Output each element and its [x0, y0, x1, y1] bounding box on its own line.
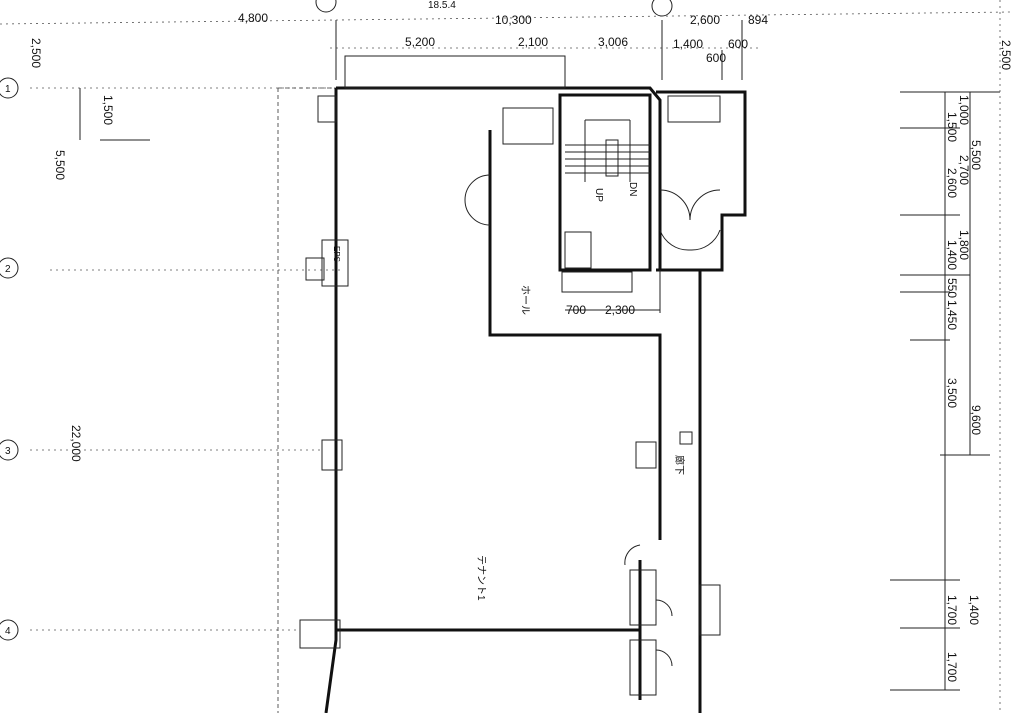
dim-text: 10,300 — [495, 13, 532, 27]
dim-text: 1,700 — [945, 652, 959, 682]
dim-text: 9,600 — [969, 405, 983, 435]
left-dimensions: 2,500 1,500 5,500 22,000 — [29, 38, 115, 462]
dim-text: 5,500 — [969, 140, 983, 170]
stair-up-label: UP — [593, 188, 604, 202]
dim-text: 4,800 — [238, 11, 268, 25]
dim-text: 1,800 — [957, 230, 971, 260]
grid-label: 2 — [5, 264, 11, 275]
dim-text: 2,100 — [518, 35, 548, 49]
dim-text: 2,500 — [999, 40, 1013, 70]
dim-text: 1,450 — [945, 300, 959, 330]
dim-text: 2,700 — [957, 155, 971, 185]
grid-markers: 1 2 3 4 — [0, 0, 673, 641]
dim-text: 2,500 — [29, 38, 43, 68]
grid-marker-left-4 — [0, 619, 19, 641]
dim-text: 3,500 — [945, 378, 959, 408]
grid-marker-top-1 — [315, 0, 337, 13]
dim-text: 1,400 — [673, 37, 703, 51]
dim-text: 5,500 — [53, 150, 67, 180]
tenant-label: テナント1 — [475, 555, 487, 601]
dim-text: 600 — [728, 37, 748, 51]
eps-label: EPS — [332, 246, 341, 262]
dim-text: 2,300 — [605, 303, 635, 317]
dim-text: 1,500 — [101, 95, 115, 125]
dim-text: 700 — [566, 303, 586, 317]
doors — [464, 174, 721, 667]
dim-text: 1,000 — [957, 95, 971, 125]
top-dimensions: 18.5.4 4,800 10,300 5,200 2,100 3,006 2,… — [238, 0, 768, 65]
grid-label: 3 — [5, 446, 11, 457]
dim-text: 5,200 — [405, 35, 435, 49]
dim-text: 22,000 — [69, 425, 83, 462]
grid-marker-top-2 — [651, 0, 673, 17]
dim-text: 1,700 — [945, 595, 959, 625]
stair-down-label: DN — [627, 182, 638, 196]
dim-text: 1,500 — [945, 112, 959, 142]
dim-text: 894 — [748, 13, 768, 27]
grid-marker-left-1 — [0, 77, 19, 99]
dim-text: 600 — [706, 51, 726, 65]
walls — [299, 55, 747, 713]
grid-marker-left-3 — [0, 439, 19, 461]
grid-marker-left-2 — [0, 257, 19, 279]
dim-text: 2,600 — [945, 168, 959, 198]
corridor-label: 廊下 — [673, 455, 686, 475]
dim-text: 2,600 — [690, 13, 720, 27]
dim-text: 3,006 — [598, 35, 628, 49]
stairs[interactable] — [565, 119, 650, 182]
grid-label: 4 — [5, 626, 11, 637]
dim-text: 1,400 — [945, 240, 959, 270]
dim-text: 550 — [945, 278, 959, 298]
grid-label: 1 — [5, 84, 11, 95]
dim-text: 1,400 — [967, 595, 981, 625]
title-fragment: 18.5.4 — [428, 0, 456, 11]
hall-label: ホール — [519, 285, 531, 315]
right-dimensions: 2,500 1,000 1,500 5,500 2,700 2,600 1,80… — [945, 40, 1013, 682]
